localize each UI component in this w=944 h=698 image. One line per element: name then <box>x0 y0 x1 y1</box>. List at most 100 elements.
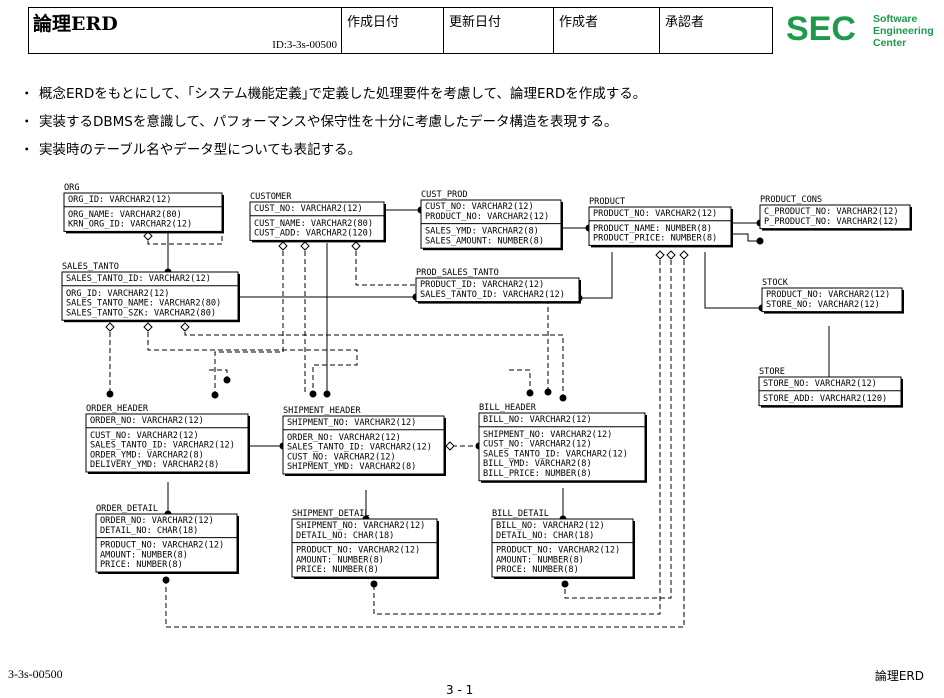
entity-key-attr: BILL_NO: VARCHAR2(12) <box>483 415 592 425</box>
description-text: 実装時のテーブル名やデータ型についても表記する。 <box>39 142 362 158</box>
entity-attr: SALES_AMOUNT: NUMBER(8) <box>425 236 544 246</box>
entity-attr: ORG_NAME: VARCHAR2(80) <box>68 210 182 220</box>
description-text: 概念ERDをもとにして、｢システム機能定義｣で定義した処理要件を考慮して、論理E… <box>39 86 647 102</box>
relationship-line <box>704 252 762 309</box>
entity-attr: CUST_NO: VARCHAR2(12) <box>483 440 592 450</box>
entity-key-attr: CUST_NO: VARCHAR2(12) <box>254 204 363 214</box>
bullet-mark: ・ <box>20 114 34 130</box>
relationship-line <box>509 369 531 393</box>
many-marker <box>223 376 231 384</box>
description-text: 実装するDBMSを意識して、パフォーマンスや保守性を十分に考慮したデータ構造を表… <box>39 114 618 130</box>
header-updated-date: 更新日付 <box>443 8 553 53</box>
entity-key-attr: DETAIL_NO: CHAR(18) <box>100 526 198 536</box>
entity-attr: AMOUNT: NUMBER(8) <box>100 550 188 560</box>
optional-marker <box>666 250 676 260</box>
entity-key-attr: PRODUCT_NO: VARCHAR2(12) <box>425 212 549 222</box>
entity-attr: CUST_ADD: VARCHAR2(120) <box>254 229 373 239</box>
many-marker <box>544 388 552 396</box>
entity-box <box>491 518 634 578</box>
entity-name: CUST_PROD <box>421 190 468 200</box>
relationship-line <box>147 324 358 394</box>
entity-key-attr: ORDER_NO: VARCHAR2(12) <box>90 416 204 426</box>
entity-name: SHIPMENT_DETAIL <box>292 509 370 519</box>
entity-attr: PRICE: NUMBER(8) <box>296 565 379 575</box>
entity-attr: PROCE: NUMBER(8) <box>496 565 579 575</box>
entity-name: PRODUCT <box>589 197 625 207</box>
header-created-date: 作成日付 <box>341 8 443 53</box>
entity-box <box>61 271 239 321</box>
optional-marker <box>351 241 361 251</box>
many-marker <box>561 580 569 588</box>
header-created-date-label: 作成日付 <box>347 15 400 30</box>
entity-key-attr: DETAIL_NO: CHAR(18) <box>296 531 394 541</box>
entity-key-attr: C_PRODUCT_NO: VARCHAR2(12) <box>764 207 899 217</box>
entity-name: STOCK <box>762 278 789 288</box>
entity-attr: PRICE: NUMBER(8) <box>100 560 183 570</box>
entity-shipment-detail: SHIPMENT_DETAIL SHIPMENT_NO: VARCHAR2(12)… <box>291 509 439 579</box>
entity-attr: CUST_NAME: VARCHAR2(80) <box>254 219 373 229</box>
page-number: 3 - 1 <box>446 683 474 697</box>
logo-sub-line: Engineering <box>873 25 934 37</box>
optional-marker <box>445 441 455 451</box>
entity-key-attr: ORDER_NO: VARCHAR2(12) <box>100 516 214 526</box>
entity-box <box>291 518 438 578</box>
document-title: 論理ERD <box>33 13 118 35</box>
entity-key-attr: PRODUCT_NO: VARCHAR2(12) <box>593 209 717 219</box>
entity-attr: PRODUCT_PRICE: NUMBER(8) <box>593 234 717 244</box>
logo-sub-text: Software Engineering Center <box>873 13 934 49</box>
logo-main-text: SEC <box>786 10 856 48</box>
many-marker <box>323 390 331 398</box>
entity-key-attr: SHIPMENT_NO: VARCHAR2(12) <box>296 521 425 531</box>
many-marker <box>162 576 170 584</box>
header-updated-date-label: 更新日付 <box>449 15 502 30</box>
entity-box <box>478 412 646 482</box>
optional-marker <box>180 322 190 332</box>
many-marker <box>370 580 378 588</box>
optional-marker <box>143 322 153 332</box>
entity-key-attr: DETAIL_NO: CHAR(18) <box>496 531 594 541</box>
entity-box <box>85 413 249 473</box>
entity-attr: ORG_ID: VARCHAR2(12) <box>66 289 169 299</box>
header-author: 作成者 <box>553 8 659 53</box>
entity-name: BILL_DETAIL <box>492 509 549 519</box>
entity-key-attr: PRODUCT_ID: VARCHAR2(12) <box>420 280 544 290</box>
document-id: ID:3-3s-00500 <box>272 39 337 51</box>
optional-marker <box>300 241 310 251</box>
many-marker <box>309 390 317 398</box>
entity-attr: AMOUNT: NUMBER(8) <box>496 555 584 565</box>
optional-marker <box>278 241 288 251</box>
entity-attr: STORE_ADD: VARCHAR2(120) <box>763 394 887 404</box>
entity-key-attr: STORE_NO: VARCHAR2(12) <box>766 300 880 310</box>
entity-key-attr: ORG_ID: VARCHAR2(12) <box>68 195 171 205</box>
header-approver-label: 承認者 <box>665 15 705 30</box>
optional-marker <box>105 322 115 332</box>
entity-attr: BILL_YMD: VARCHAR2(8) <box>483 459 592 469</box>
entity-key-attr: PRODUCT_NO: VARCHAR2(12) <box>766 290 890 300</box>
entity-key-attr: P_PRODUCT_NO: VARCHAR2(12) <box>764 217 899 227</box>
entity-box <box>63 192 223 232</box>
entity-attr: PRODUCT_NO: VARCHAR2(12) <box>296 546 420 556</box>
relationship-line <box>731 233 760 242</box>
entity-attr: PRODUCT_NO: VARCHAR2(12) <box>100 541 224 551</box>
entity-name: STORE <box>759 367 785 377</box>
entity-box <box>761 287 903 313</box>
entity-product: PRODUCT PRODUCT_NO: VARCHAR2(12) PRODUCT_N… <box>588 197 733 248</box>
entity-name: SALES_TANTO <box>62 262 119 272</box>
entity-box <box>415 277 580 303</box>
many-marker <box>211 391 219 399</box>
entity-attr: SHIPMENT_YMD: VARCHAR2(8) <box>287 462 416 472</box>
optional-marker <box>655 250 665 260</box>
entity-attr: BILL_PRICE: NUMBER(8) <box>483 469 592 479</box>
header-approver: 承認者 <box>659 8 774 53</box>
entity-name: CUSTOMER <box>250 192 292 202</box>
entity-attr: SHIPMENT_NO: VARCHAR2(12) <box>483 430 612 440</box>
entity-attr: PRODUCT_NAME: NUMBER(8) <box>593 224 712 234</box>
many-marker <box>526 389 534 397</box>
